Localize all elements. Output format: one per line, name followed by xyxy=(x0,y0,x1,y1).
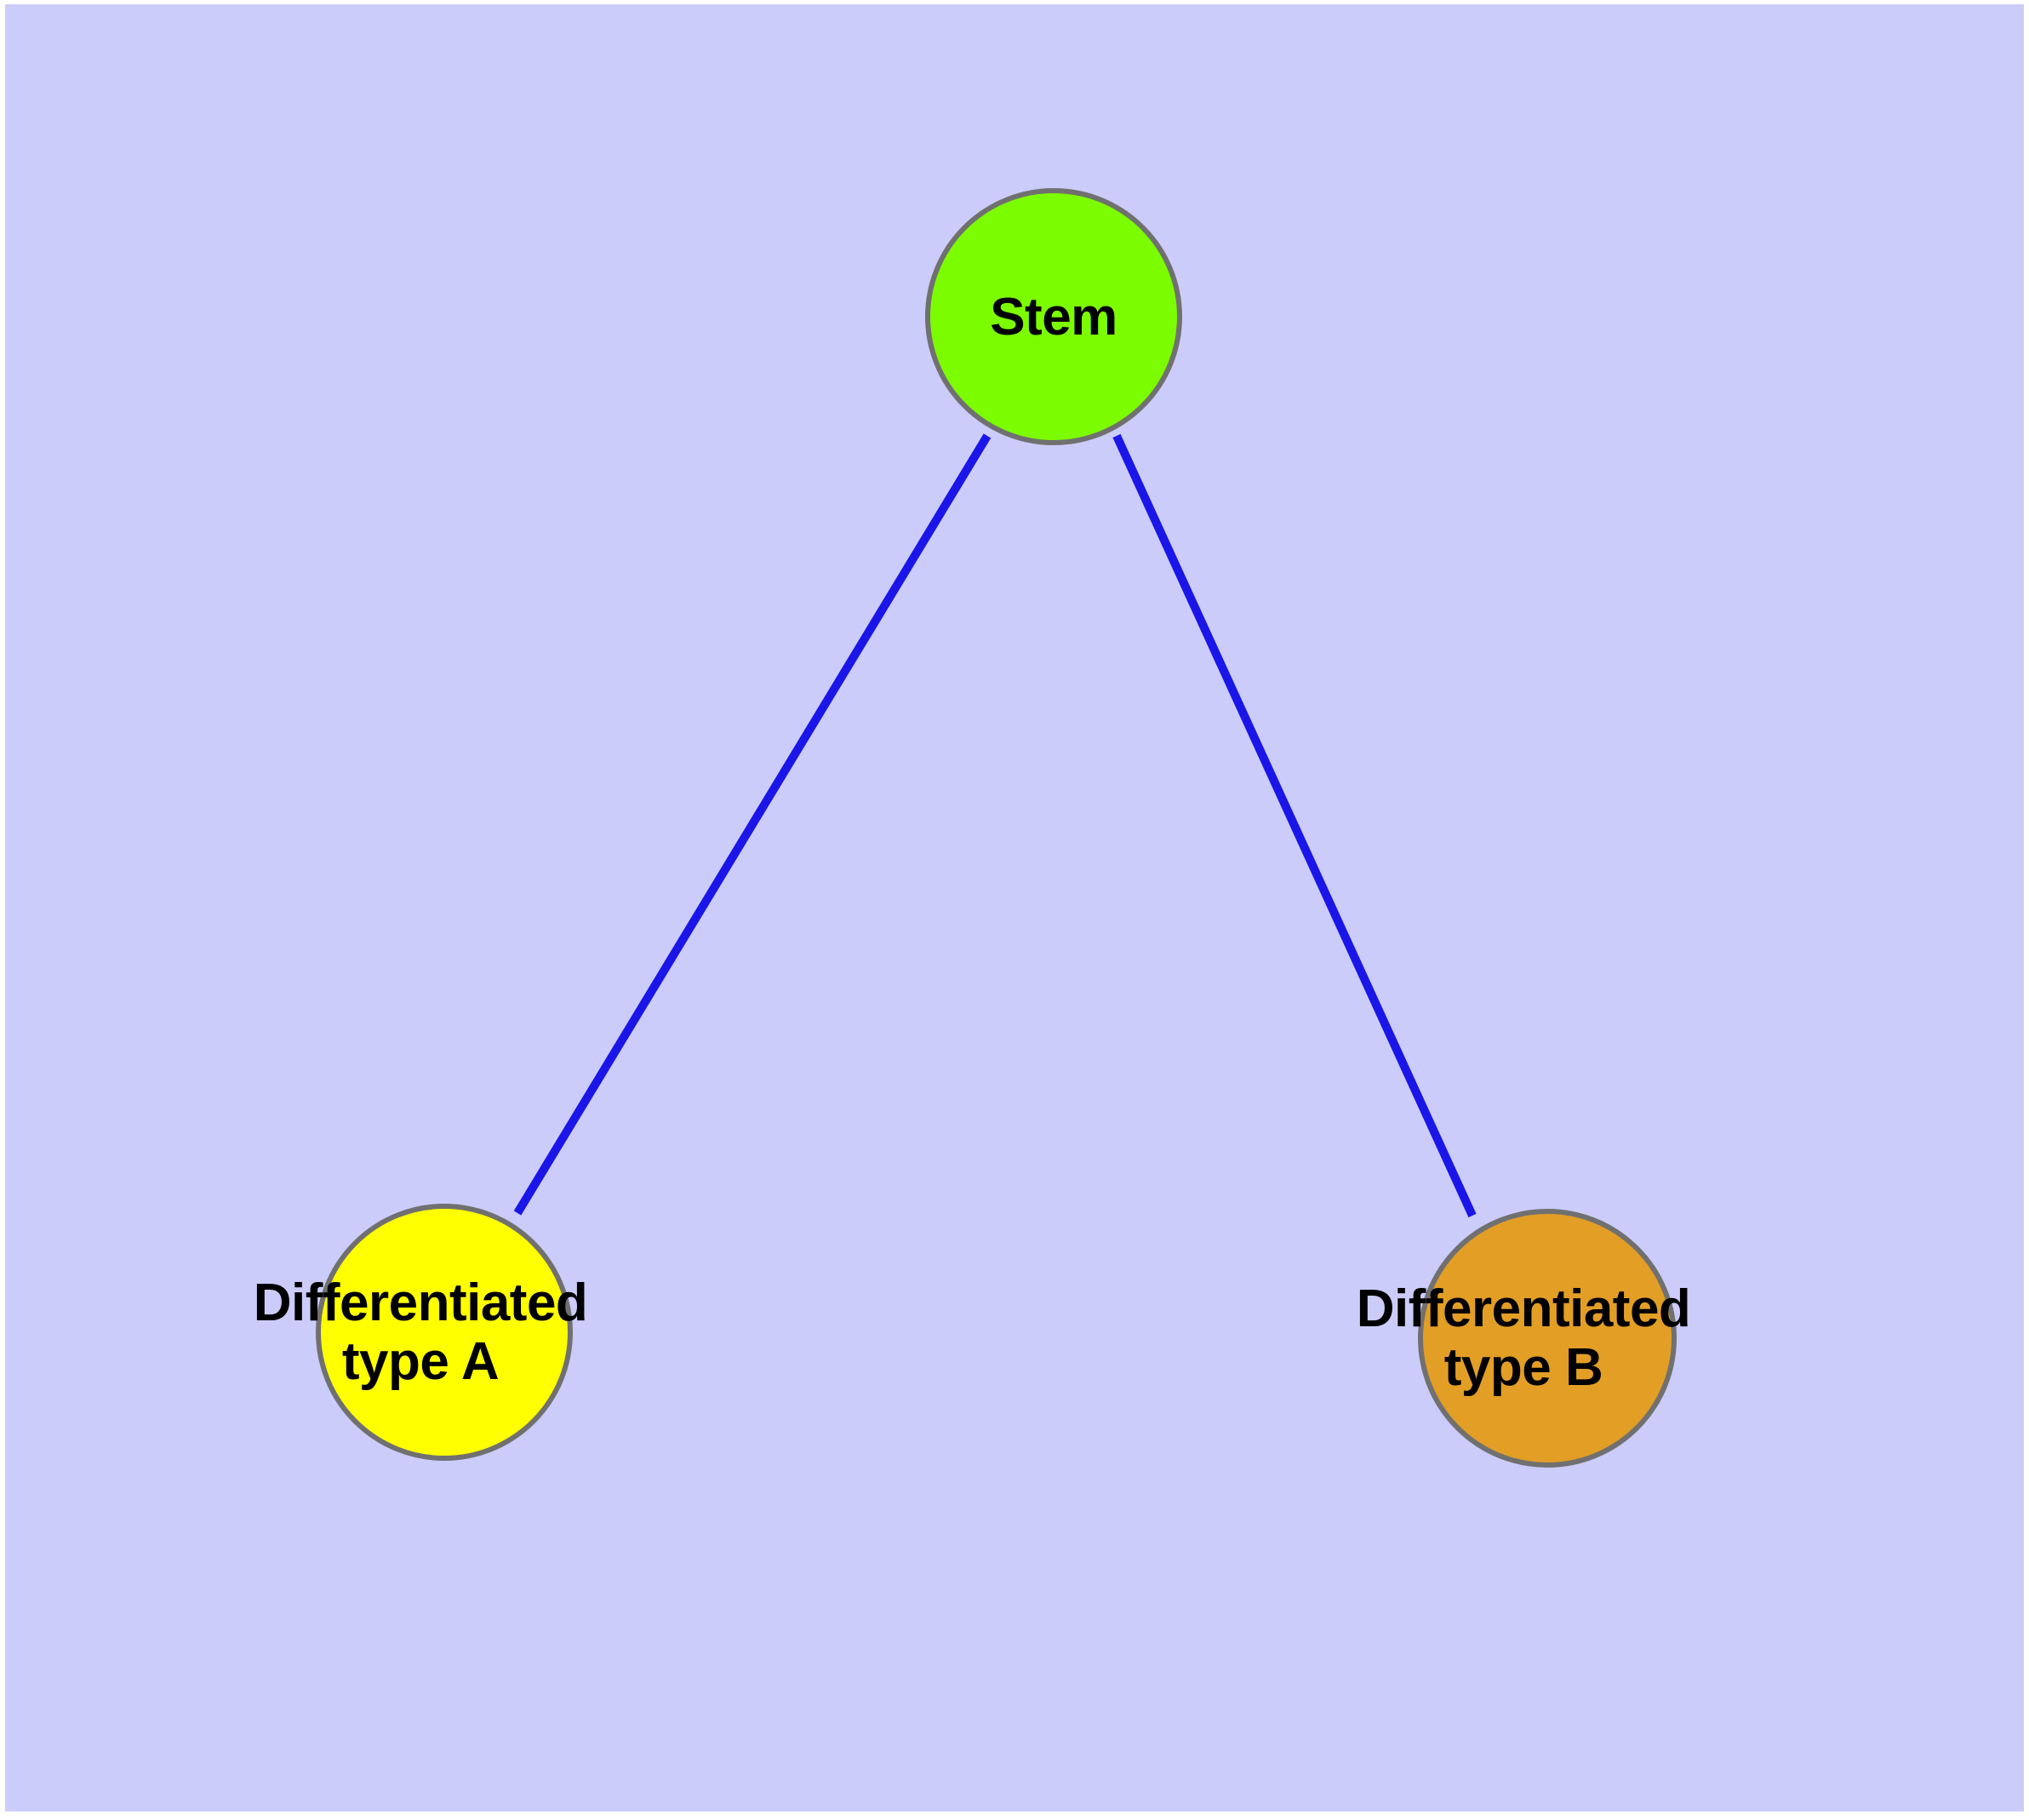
edges-group xyxy=(513,433,1477,1218)
node-diff_b[interactable] xyxy=(1418,1209,1677,1468)
node-stem[interactable] xyxy=(925,188,1182,445)
edge-stem-to-diff_a[interactable] xyxy=(513,433,992,1216)
node-diff_a[interactable] xyxy=(316,1204,573,1461)
edge-stem-to-diff_b[interactable] xyxy=(1112,433,1477,1218)
